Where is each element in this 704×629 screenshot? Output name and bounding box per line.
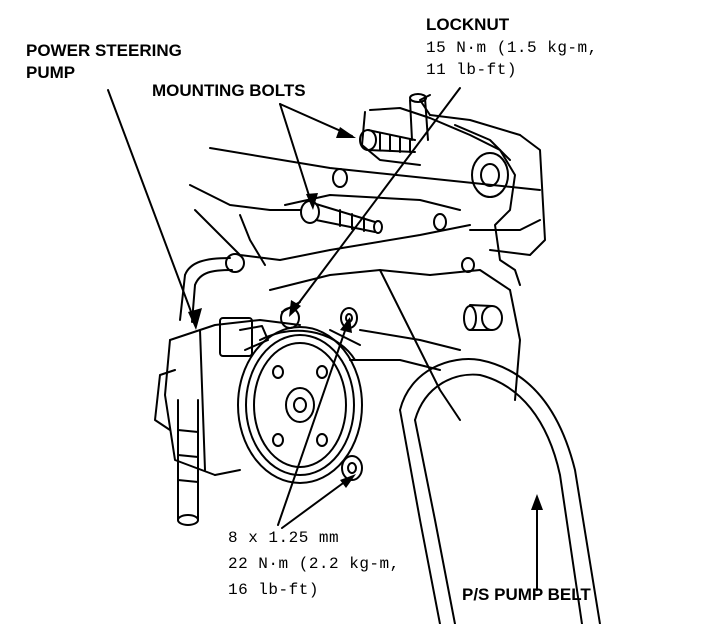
label-locknut: LOCKNUT	[426, 15, 510, 34]
arrow-heads	[188, 127, 543, 510]
pump-pulley	[237, 326, 363, 484]
leader-mounting-bolt-lower	[279, 103, 313, 206]
leader-8mm-upper	[277, 321, 349, 526]
label-locknut-torque-line2: 11 lb-ft)	[426, 61, 517, 79]
engine-block-outline	[189, 94, 546, 421]
label-locknut-torque-line1: 15 N·m (1.5 kg-m,	[426, 39, 598, 57]
upper-mounting-bolt	[359, 129, 416, 153]
adjusting-bolt	[463, 304, 503, 331]
label-bolt-size: 8 x 1.25 mm	[228, 529, 340, 547]
leader-power-steering-pump	[107, 89, 197, 326]
pump-belt	[399, 358, 601, 625]
label-ps-pump-belt: P/S PUMP BELT	[462, 585, 591, 604]
leader-locknut	[291, 87, 461, 313]
pump-body	[154, 301, 301, 526]
label-bolt-torque-line1: 22 N·m (2.2 kg-m,	[228, 555, 400, 573]
leader-8mm-lower	[281, 477, 351, 529]
label-power-steering-pump-line2: PUMP	[26, 63, 76, 82]
label-mounting-bolts: MOUNTING BOLTS	[152, 81, 306, 100]
leader-lines	[107, 87, 538, 591]
label-bolt-torque-line2: 16 lb-ft)	[228, 581, 319, 599]
label-power-steering-pump-line1: POWER STEERING	[26, 41, 182, 60]
pump-bracket	[361, 93, 521, 286]
